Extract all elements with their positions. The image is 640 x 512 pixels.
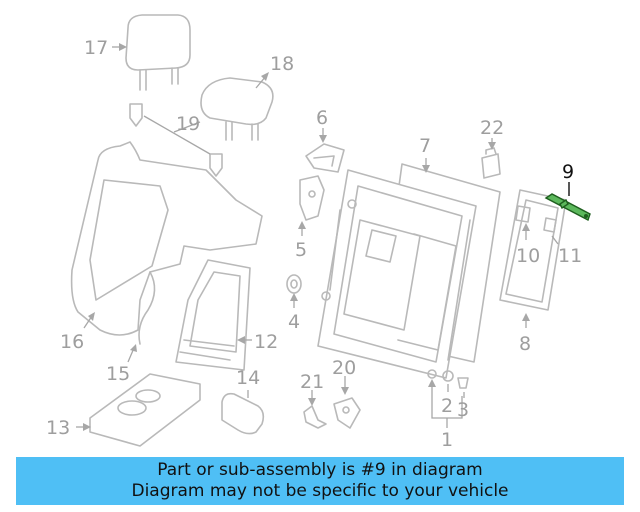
callout-3: 3 <box>457 399 469 421</box>
arrow-5 <box>298 221 306 229</box>
callout-1: 1 <box>441 429 453 451</box>
callout-5: 5 <box>295 239 307 261</box>
callout-17: 17 <box>84 37 108 59</box>
leader-19b <box>173 121 201 133</box>
callout-7: 7 <box>419 135 431 157</box>
callout-9: 9 <box>562 161 574 183</box>
arrow-1 <box>428 379 436 387</box>
arrow-12 <box>237 336 245 344</box>
arrow-22 <box>488 142 496 150</box>
callout-13: 13 <box>46 417 70 439</box>
arrow-4 <box>290 293 298 301</box>
arrow-16 <box>88 312 95 321</box>
part-3-nut <box>457 377 469 389</box>
part-6-bracket <box>305 143 345 173</box>
part-11-clip <box>543 217 557 233</box>
arrow-17 <box>119 43 127 51</box>
arrow-6 <box>319 135 327 143</box>
info-banner: Part or sub-assembly is #9 in diagram Di… <box>16 457 624 505</box>
callout-11: 11 <box>558 245 582 267</box>
part-13-armrest <box>89 373 201 447</box>
part-5-latch <box>299 175 325 221</box>
part-18-headrest <box>200 77 274 141</box>
arrow-13 <box>83 423 91 431</box>
callout-20: 20 <box>332 357 356 379</box>
leader-19 <box>143 115 211 155</box>
part-2-bolt <box>442 370 454 382</box>
arrow-8 <box>522 313 530 321</box>
callout-16: 16 <box>60 331 84 353</box>
part-16-seat-back-cover <box>70 141 263 345</box>
callout-4: 4 <box>288 311 300 333</box>
callout-8: 8 <box>519 333 531 355</box>
callout-12: 12 <box>254 331 278 353</box>
callout-19: 19 <box>176 113 200 135</box>
part-10-cap <box>515 205 531 223</box>
part-22-clip <box>481 147 501 179</box>
part-12-armrest-frame <box>175 259 251 371</box>
callout-10: 10 <box>516 245 540 267</box>
banner-line-part: Part or sub-assembly is #9 in diagram <box>157 460 483 480</box>
part-9-trim-strip <box>544 193 591 222</box>
part-20-bracket <box>333 397 361 429</box>
part-17-headrest <box>125 14 191 91</box>
part-1-seat-frame <box>317 169 477 379</box>
callout-18: 18 <box>270 53 294 75</box>
callout-22: 22 <box>480 117 504 139</box>
arrow-7 <box>422 165 430 173</box>
callout-15: 15 <box>106 363 130 385</box>
arrow-10 <box>522 223 530 231</box>
arrow-18 <box>261 72 269 81</box>
callout-21: 21 <box>300 371 324 393</box>
part-21-hook <box>303 405 327 429</box>
part-19-headrest-guide <box>129 103 223 177</box>
banner-line-disclaimer: Diagram may not be specific to your vehi… <box>131 481 509 501</box>
part-4-bushing <box>286 274 302 294</box>
leader-11 <box>551 235 559 245</box>
part-14-cover <box>221 392 265 435</box>
arrow-20 <box>341 387 349 395</box>
parts-diagram: 17 18 19 6 7 22 9 5 10 11 16 4 12 8 15 2… <box>46 14 591 451</box>
arrow-21 <box>308 398 316 406</box>
callout-2: 2 <box>441 395 453 417</box>
arrow-15 <box>130 344 137 352</box>
callout-14: 14 <box>236 367 260 389</box>
callout-6: 6 <box>316 107 328 129</box>
